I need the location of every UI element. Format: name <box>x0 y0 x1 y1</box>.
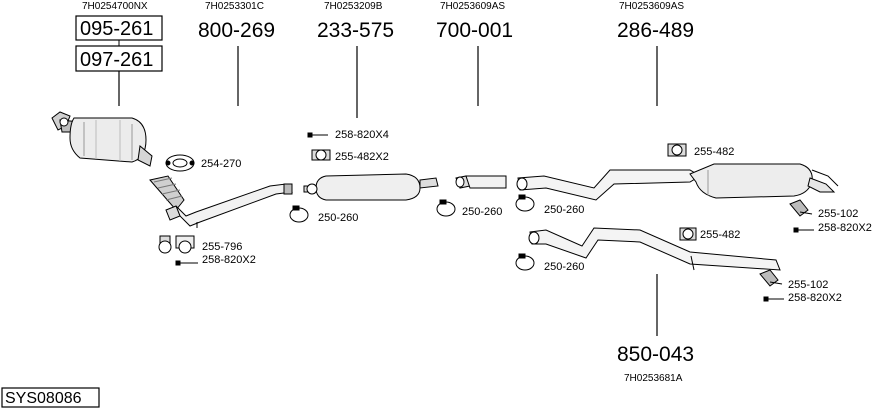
center-muffler-233-575 <box>303 173 439 201</box>
fitting-label-255-102-a: 255-102 <box>818 208 858 220</box>
band-clamp-icon <box>515 194 535 212</box>
fitting-label-255-796: 255-796 <box>202 241 242 253</box>
hanger-clamp-icon <box>311 149 331 161</box>
part-number-233-575: 233-575 <box>317 19 394 42</box>
rubber-hanger-icon <box>759 269 783 287</box>
fitting-label-258-820X4: 258-820X4 <box>335 129 389 141</box>
oem-label-connector-pipe: 7H0253609AS <box>440 1 505 12</box>
rear-muffler-286-489 <box>516 163 839 201</box>
oem-label-front-pipe: 7H0253301C <box>205 1 264 12</box>
fitting-label-255-482-b: 255-482 <box>700 229 740 241</box>
fitting-label-254-270: 254-270 <box>201 158 241 170</box>
fitting-label-250-260-c: 250-260 <box>544 204 584 216</box>
fitting-label-258-820X2-b: 258-820X2 <box>818 222 872 234</box>
fitting-label-255-102-b: 255-102 <box>788 279 828 291</box>
hanger-clamp-icon <box>679 227 697 241</box>
oem-label-dpf: 7H0254700NX <box>82 1 148 12</box>
fitting-label-258-820X2-a: 258-820X2 <box>202 254 256 266</box>
band-clamp-icon <box>515 253 535 271</box>
hanger-clamp-icon <box>667 143 687 157</box>
part-number-850-043: 850-043 <box>617 343 694 366</box>
oem-label-center-muffler: 7H0253209B <box>324 1 383 12</box>
band-clamp-icon <box>436 199 456 217</box>
oem-label-rear-muffler: 7H0253609AS <box>619 1 684 12</box>
bolt-icon <box>175 260 198 266</box>
oem-label-tail-pipe: 7H0253681A <box>624 373 683 384</box>
tail-pipe-850-043 <box>528 227 781 271</box>
rubber-hanger-icon <box>789 199 813 217</box>
fitting-label-255-482-a: 255-482 <box>694 146 734 158</box>
gasket-icon <box>165 154 195 172</box>
part-number-097-261: 097-261 <box>80 49 153 71</box>
bolt-icon <box>307 132 328 138</box>
part-number-700-001: 700-001 <box>436 19 513 42</box>
part-number-095-261: 095-261 <box>80 18 153 40</box>
band-clamp-icon <box>289 205 309 223</box>
fitting-label-250-260-b: 250-260 <box>462 206 502 218</box>
fitting-label-250-260-a: 250-260 <box>318 212 358 224</box>
part-number-800-269: 800-269 <box>198 19 275 42</box>
system-code-box <box>1 387 100 408</box>
part-number-286-489: 286-489 <box>617 19 694 42</box>
connector-pipe-700-001 <box>455 175 507 189</box>
bolt-icon <box>793 227 814 233</box>
bolt-icon <box>763 296 784 302</box>
clamp-icon <box>158 235 195 254</box>
tail-pipe-hanger-stub <box>690 255 695 271</box>
front-pipe-800-269 <box>149 175 293 227</box>
fitting-label-255-482X2: 255-482X2 <box>335 151 389 163</box>
system-code: SYS08086 <box>5 390 82 407</box>
diesel-particulate-filter <box>51 111 153 167</box>
fitting-label-258-820X2-c: 258-820X2 <box>788 292 842 304</box>
fitting-label-250-260-d: 250-260 <box>544 261 584 273</box>
